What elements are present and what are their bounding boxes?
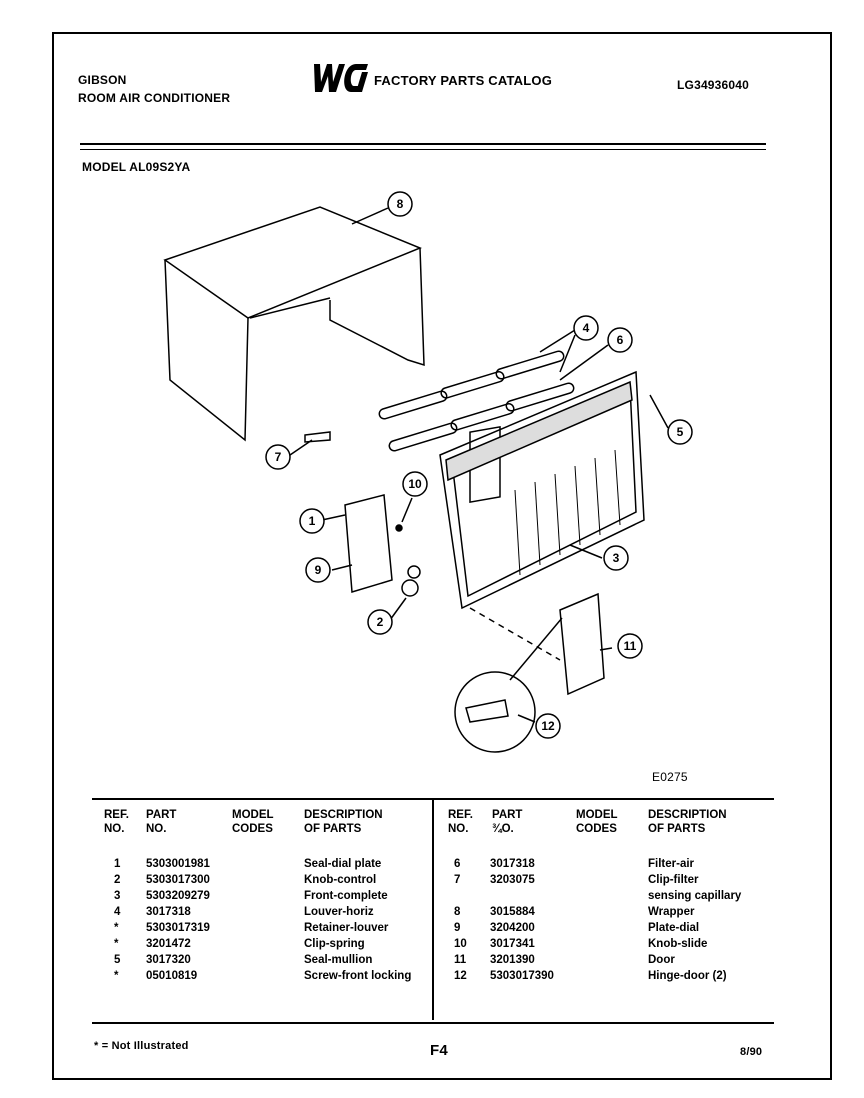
clip-part: [304, 431, 331, 443]
knob-part: [401, 579, 419, 597]
table-cell-ref: 5: [114, 954, 121, 966]
table-cell-part: 3015884: [490, 906, 535, 918]
table-cell-part: 3017318: [146, 906, 191, 918]
door-part: [559, 592, 605, 696]
table-cell-ref: 6: [454, 858, 461, 870]
callout-7: 7: [275, 450, 282, 464]
table-cell-part: 5303017300: [146, 874, 210, 886]
callout-10: 10: [408, 477, 422, 491]
page-frame: [52, 32, 832, 1080]
table-cell-desc: Seal-dial plate: [304, 858, 382, 870]
table-cell-ref: 2: [114, 874, 121, 886]
table-cell-part: 3203075: [490, 874, 535, 886]
catalog-title: FACTORY PARTS CATALOG: [374, 73, 553, 88]
table-cell-ref: *: [114, 938, 119, 950]
table-cell-desc: Clip-spring: [304, 938, 365, 950]
table-cell-part: 3201472: [146, 938, 191, 950]
figure-code: E0275: [652, 770, 688, 784]
table-cell-desc: Hinge-door (2): [648, 970, 727, 982]
table-cell-part: 3017320: [146, 954, 191, 966]
table-cell-desc: Knob-control: [304, 874, 377, 886]
table-cell-part: 5303017319: [146, 922, 210, 934]
table-cell-desc: Door: [648, 954, 675, 966]
table-cell-ref: 12: [454, 970, 467, 982]
table-cell-part: 05010819: [146, 970, 198, 982]
table-cell-ref: *: [114, 922, 119, 934]
callout-1: 1: [309, 514, 316, 528]
table-cell-ref: 9: [454, 922, 461, 934]
brand-name: GIBSON: [78, 73, 127, 87]
table-cell-ref: 8: [454, 906, 461, 918]
front-part: [439, 370, 645, 610]
table-cell-desc: Wrapper: [648, 906, 695, 918]
table-cell-desc: Clip-filter: [648, 874, 699, 886]
callout-8: 8: [397, 197, 404, 211]
catalog-code: LG34936040: [677, 78, 750, 92]
table-cell-desc: Retainer-louver: [304, 922, 389, 934]
table-cell-part: 5303209279: [146, 890, 210, 902]
table-cell-ref: 4: [114, 906, 121, 918]
revision-date: 8/90: [740, 1046, 763, 1058]
callout-2: 2: [377, 615, 384, 629]
table-cell-ref: *: [114, 970, 119, 982]
louver-part: [378, 350, 575, 452]
table-cell-desc: Plate-dial: [648, 922, 700, 934]
wrapper-part: [163, 206, 422, 319]
callout-3: 3: [613, 551, 620, 565]
wci-logo-icon: [314, 64, 368, 92]
table-cell-desc: Seal-mullion: [304, 954, 373, 966]
table-cell-ref: 7: [454, 874, 461, 886]
header-ref: REF.NO.: [104, 809, 129, 835]
table-cell-desc: Louver-horiz: [304, 906, 374, 918]
table-cell-part: 3017318: [490, 858, 535, 870]
callout-markers: 8 4 6 5 7 10 1 9 3 2 11 12: [265, 191, 693, 739]
table-cell-part: 5303017390: [490, 970, 554, 982]
header-rule-thin: [80, 149, 766, 150]
page-number: F4: [430, 1042, 448, 1059]
table-cell-desc: Knob-slide: [648, 938, 708, 950]
footnote: * = Not Illustrated: [94, 1040, 189, 1052]
callout-4: 4: [583, 321, 590, 335]
table-cell-part: 3201390: [490, 954, 535, 966]
table-cell-ref: 3: [114, 890, 121, 902]
header-rule: [80, 143, 766, 145]
table-cell-desc: Front-complete: [304, 890, 388, 902]
callout-5: 5: [677, 425, 684, 439]
table-divider: [432, 800, 434, 1020]
callout-11: 11: [624, 639, 637, 653]
table-cell-ref: 10: [454, 938, 467, 950]
table-cell-desc: Filter-air: [648, 858, 695, 870]
header-ref-right: REF.NO.: [448, 809, 473, 835]
table-cell-ref: 11: [454, 954, 467, 966]
filter-part: [445, 380, 633, 482]
callout-6: 6: [617, 333, 624, 347]
model-line: MODEL AL09S2YA: [82, 160, 191, 174]
callout-12: 12: [541, 719, 555, 733]
table-cell-part: 3204200: [490, 922, 535, 934]
table-top-rule: [92, 798, 774, 800]
callout-9: 9: [315, 563, 322, 577]
table-cell-desc: Screw-front locking: [304, 970, 412, 982]
table-cell-desc: sensing capillary: [648, 890, 742, 902]
table-cell-part: 5303001981: [146, 858, 210, 870]
table-bottom-rule: [92, 1022, 774, 1024]
table-cell-part: 3017341: [490, 938, 535, 950]
product-name: ROOM AIR CONDITIONER: [78, 91, 231, 105]
exploded-parts-diagram: 8 4 6 5 7 10 1 9 3 2 11 12: [163, 191, 693, 753]
dial-plate-part: [344, 494, 393, 593]
table-cell-ref: 1: [114, 858, 121, 870]
